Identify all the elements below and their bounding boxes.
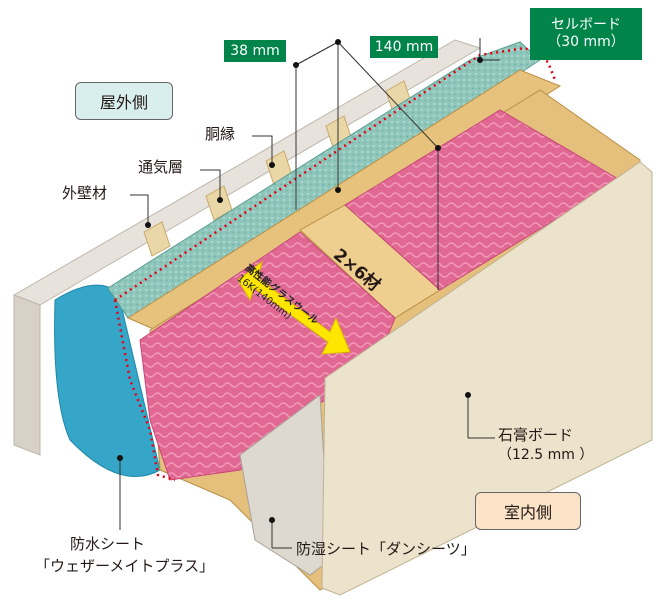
exterior-side-badge: 屋外側 xyxy=(75,82,173,120)
furring-label: 胴縁 xyxy=(205,125,236,143)
gypsum-board-label: 石膏ボード （12.5 mm ） xyxy=(498,426,593,464)
cell-board-label-line1: セルボード xyxy=(551,16,621,33)
insulation-outline-side xyxy=(113,299,176,482)
vapor-barrier-label: 防湿シート「ダンシーツ」 xyxy=(296,540,476,558)
exterior-wall-label: 外壁材 xyxy=(62,184,108,202)
furring-strips xyxy=(143,80,413,257)
ventilation-layer-label: 通気層 xyxy=(138,158,184,176)
waterproof-sheet-label-line2: 「ウェザーメイトプラス」 xyxy=(35,556,215,575)
waterproof-sheet xyxy=(54,284,161,477)
gypsum-board xyxy=(321,161,653,596)
thickness-arrow xyxy=(237,260,351,355)
interior-side-badge: 室内側 xyxy=(475,492,581,530)
exterior-wall-face xyxy=(13,294,41,456)
gypsum-board-label-line1: 石膏ボード xyxy=(498,426,574,444)
dimension-140-flag: 140 mm xyxy=(370,36,438,58)
waterproof-sheet-label-line1: 防水シート xyxy=(70,535,146,553)
gypsum-board-label-line2: （12.5 mm ） xyxy=(498,446,594,463)
dimension-38-flag: 38 mm xyxy=(224,40,286,62)
vapor-barrier-sheet xyxy=(239,394,331,576)
cell-board-label-line2: （30 mm） xyxy=(547,34,625,50)
waterproof-sheet-label: 防水シート 「ウェザーメイトプラス」 xyxy=(35,534,214,578)
cell-board-flag: セルボード （30 mm） xyxy=(530,8,642,60)
